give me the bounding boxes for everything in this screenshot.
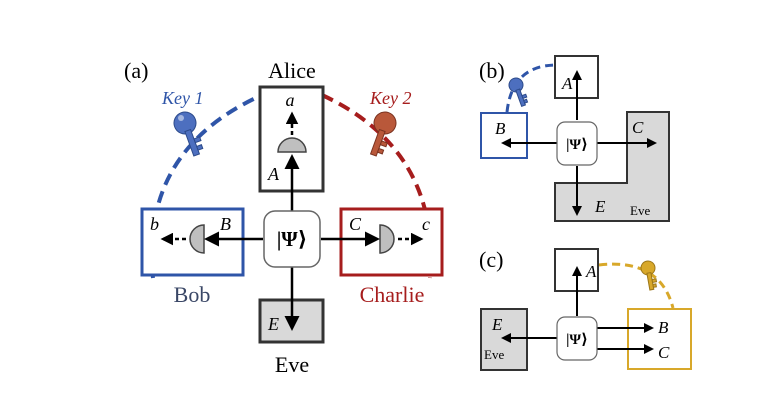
panel-b-state-box [556, 121, 598, 166]
bob-sub-b: b [150, 214, 159, 234]
key2-icon [362, 108, 400, 160]
panel-b-sub-C: C [632, 118, 644, 137]
charlie-detector-icon [379, 224, 395, 254]
charlie-label: Charlie [360, 282, 425, 307]
panel-c-sub-B: B [658, 318, 669, 337]
bob-box [140, 207, 245, 277]
panel-c-key-icon [639, 259, 660, 292]
eve-label: Eve [275, 352, 309, 377]
panel-a-label: (a) [124, 58, 148, 83]
bob-sub-B: B [220, 214, 231, 234]
panel-c-sub-A: A [585, 262, 597, 281]
panel-b-bob-box [480, 112, 528, 159]
panel-c-key-path [598, 262, 675, 309]
charlie-sub-c: c [422, 214, 430, 234]
panel-b-sub-A: A [561, 74, 573, 93]
panel-b-state-label: |Ψ⟩ [566, 137, 588, 153]
panel-c: (c) A E Eve B C |Ψ⟩ [479, 247, 692, 371]
panel-c-state-box [556, 316, 598, 361]
panel-c-sub-C: C [658, 343, 670, 362]
alice-sub-A: A [267, 164, 280, 184]
panel-b-label: (b) [479, 58, 505, 83]
state-label: |Ψ⟩ [277, 227, 308, 251]
bob-detector-icon [189, 224, 205, 254]
panel-a: (a) Key 1 Key 2 Alice a A b B Bob C c [124, 58, 444, 377]
key1-label: Key 1 [161, 88, 203, 108]
state-box [263, 210, 321, 268]
alice-label: Alice [268, 58, 316, 83]
alice-detector-icon [277, 137, 307, 153]
eve-sub-E: E [267, 314, 279, 334]
panel-b-eve-box [554, 111, 670, 222]
panel-c-bob-charlie-box [627, 308, 692, 370]
bob-label: Bob [174, 282, 211, 307]
key1-icon-shine [178, 115, 184, 121]
panel-c-state-label: |Ψ⟩ [566, 332, 588, 348]
panel-b-eve-label: Eve [630, 203, 650, 218]
alice-sub-a: a [286, 90, 295, 110]
panel-c-eve-label: Eve [484, 347, 504, 362]
panel-c-label: (c) [479, 247, 503, 272]
panel-b-sub-E: E [594, 197, 606, 216]
panel-b-key-path [505, 63, 556, 113]
panel-b-sub-B: B [495, 119, 506, 138]
key2-label: Key 2 [369, 88, 411, 108]
charlie-sub-C: C [349, 214, 362, 234]
panel-c-sub-E: E [491, 315, 503, 334]
panel-b: (b) A B C E Eve |Ψ⟩ [479, 55, 670, 222]
